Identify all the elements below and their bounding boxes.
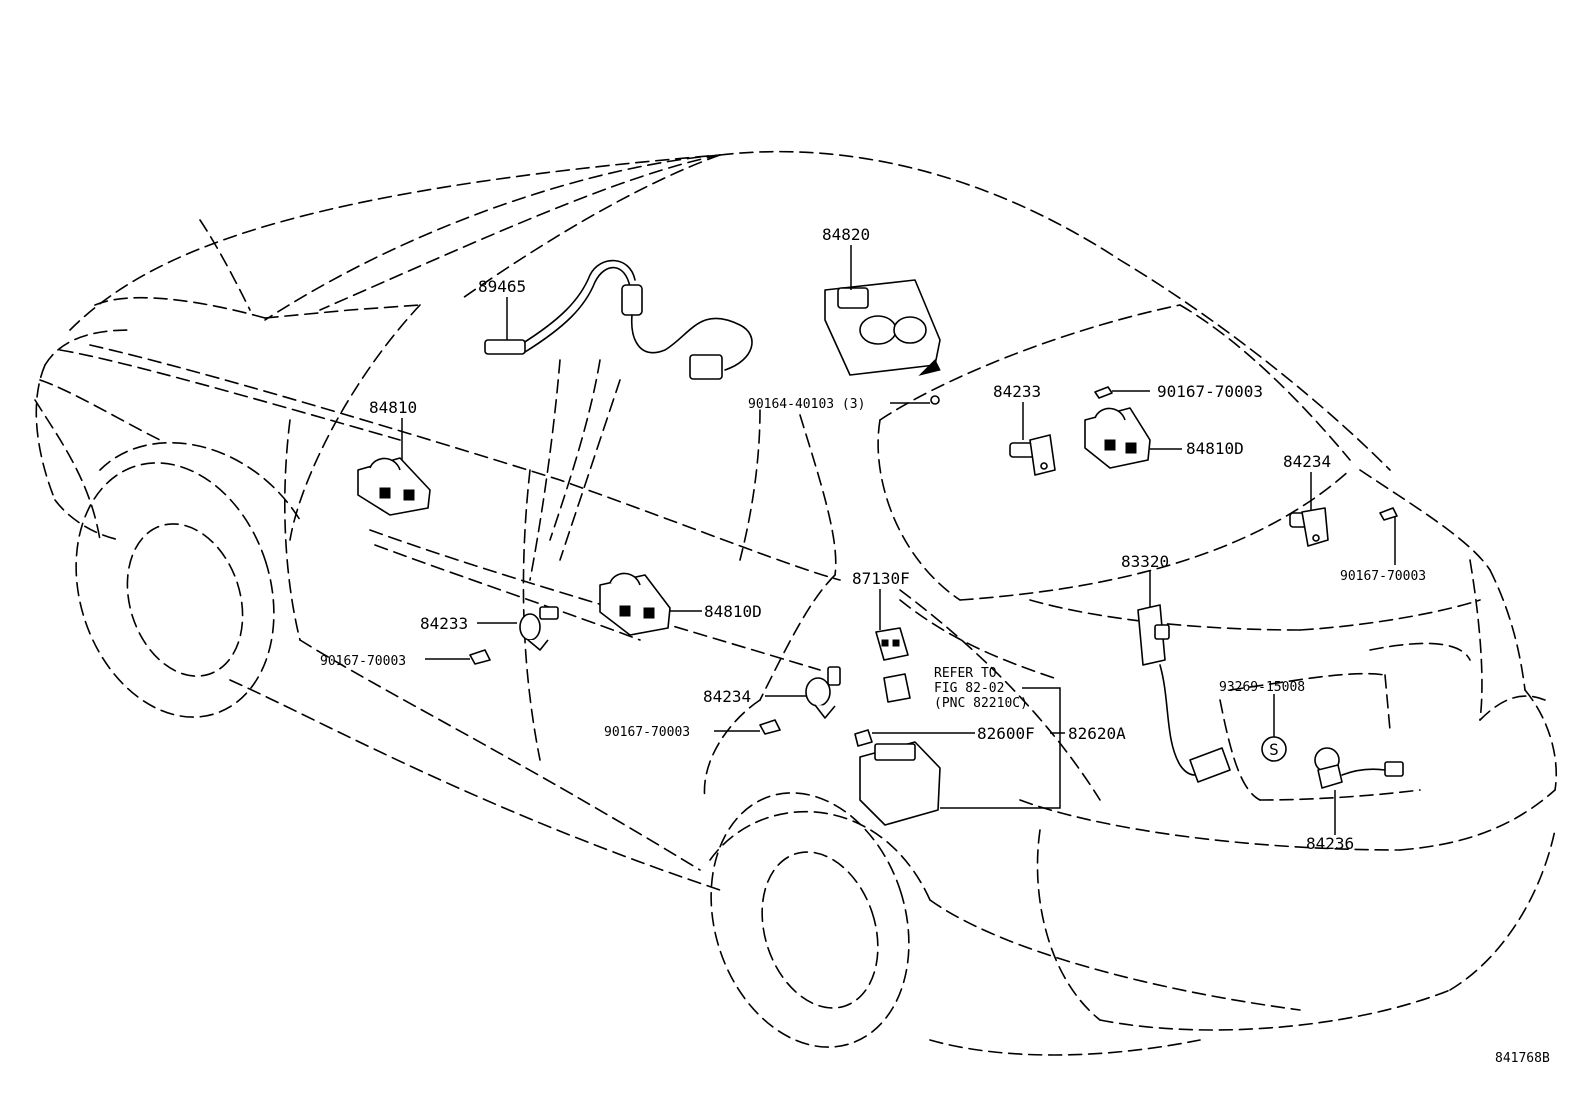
label-90167-70003-left: 90167-70003 [320,654,406,669]
s-mark-circle: S [1261,736,1287,762]
label-84810: 84810 [369,398,417,417]
car-outline [34,150,1558,1056]
refer-to-line3: (PNC 82210C) [934,696,1028,711]
label-84236: 84236 [1306,834,1354,853]
part-84236-trunk-light-switch [1314,747,1404,789]
label-90167-70003-right: 90167-70003 [1340,569,1426,584]
label-84233-front: 84233 [420,614,468,633]
part-labels: 89465 84820 84810 84810D 84810D 90164-40… [320,225,1550,1066]
label-90167-70003-mid: 90167-70003 [604,725,690,740]
part-84820-master-window-switch [824,279,941,405]
label-90167-70003-top: 90167-70003 [1157,382,1263,401]
label-84234-rear: 84234 [1283,452,1331,471]
label-82620A: 82620A [1068,724,1126,743]
label-83320: 83320 [1121,552,1169,571]
part-87130F-connector [875,627,911,703]
part-89465-oxygen-sensor [484,259,753,380]
refer-to-line2: FIG 82-02 [934,681,1004,696]
part-82620A-junction-block [854,729,941,826]
s-mark-label: S [1269,740,1279,759]
label-84233-rear: 84233 [993,382,1041,401]
label-93269-15008: 93269-15008 [1219,680,1305,695]
part-84810D-switch-front-door [599,572,671,636]
part-84810-switch-front [357,457,431,516]
label-84234-front: 84234 [703,687,751,706]
label-84810D-rear: 84810D [1186,439,1244,458]
part-84233-courtesy-switch-rear [1009,386,1113,476]
part-84234-courtesy-switch-front [759,666,841,735]
part-84233-courtesy-switch-front [469,606,559,665]
label-84820: 84820 [822,225,870,244]
label-82600F: 82600F [977,724,1035,743]
diagram-id: 841768B [1495,1051,1550,1066]
label-90164-40103: 90164-40103 (3) [748,397,865,412]
label-84810D-front: 84810D [704,602,762,621]
part-83320-sensor [1137,604,1231,783]
refer-to-line1: REFER TO [934,666,997,681]
part-84234-courtesy-switch-rear [1289,507,1398,547]
label-87130F: 87130F [852,569,910,588]
part-84810D-switch-rear [1084,407,1151,469]
label-89465: 89465 [478,277,526,296]
leader-lines [401,245,1396,835]
